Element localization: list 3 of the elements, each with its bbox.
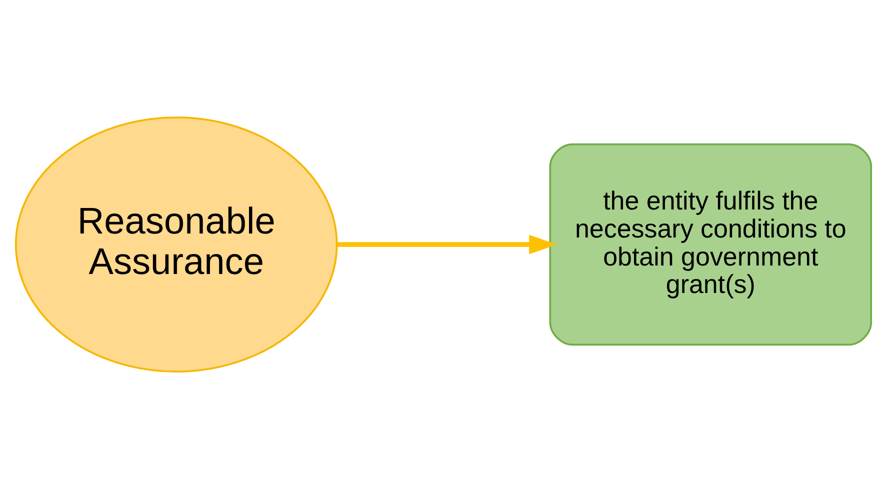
node-ellipse: Reasonable Assurance xyxy=(14,116,338,372)
arrow xyxy=(337,234,557,254)
node-box: the entity fulfils the necessary conditions to obtain government grant(s) xyxy=(549,143,872,346)
